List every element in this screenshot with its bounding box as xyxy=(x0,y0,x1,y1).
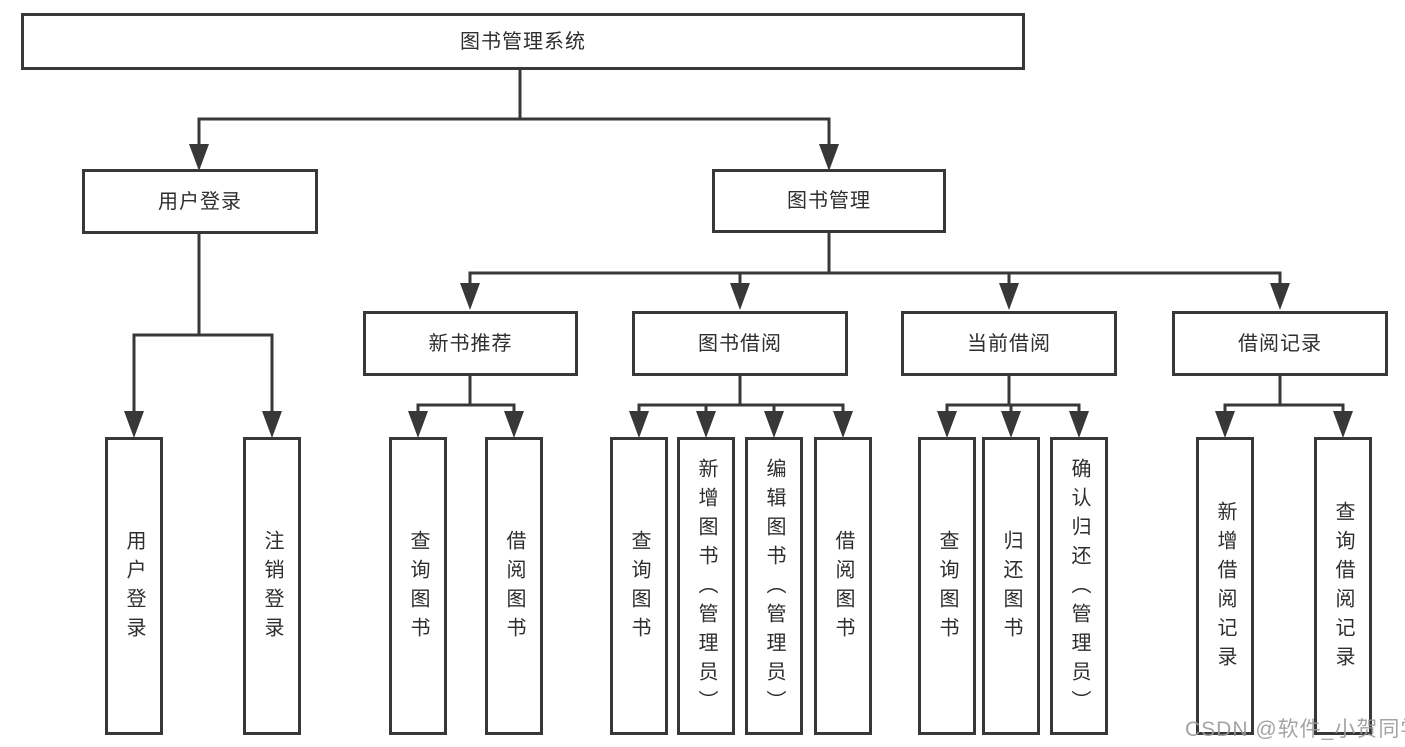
node-add-borrow-record: 新增借阅记录 xyxy=(1196,437,1254,735)
node-query-books-current: 查询图书 xyxy=(918,437,976,735)
arrowhead xyxy=(189,144,209,171)
node-current-borrowing: 当前借阅 xyxy=(901,311,1117,376)
arrowhead xyxy=(629,411,649,438)
node-borrowing-records: 借阅记录 xyxy=(1172,311,1388,376)
arrowhead xyxy=(1215,411,1235,438)
connector-borrowing-records-children xyxy=(1215,374,1353,438)
arrowhead xyxy=(262,411,282,438)
node-query-books-recommend: 查询图书 xyxy=(389,437,447,735)
node-user-login-leaf: 用户登录 xyxy=(105,437,163,735)
connector-root-to-level2 xyxy=(189,67,839,171)
arrowhead xyxy=(124,411,144,438)
node-book-borrowing: 图书借阅 xyxy=(632,311,848,376)
node-user-login: 用户登录 xyxy=(82,169,318,234)
node-add-book-admin: 新增图书（管理员） xyxy=(677,437,735,735)
node-borrow-books-borrowing: 借阅图书 xyxy=(814,437,872,735)
arrowhead xyxy=(1069,411,1089,438)
arrowhead xyxy=(730,283,750,310)
connector-current-borrowing-children xyxy=(937,374,1089,438)
arrowhead xyxy=(460,283,480,310)
arrowhead xyxy=(504,411,524,438)
connector-new-book-recommend-children xyxy=(408,374,524,438)
node-library-management-system: 图书管理系统 xyxy=(21,13,1025,70)
node-new-book-recommend: 新书推荐 xyxy=(363,311,578,376)
arrowhead xyxy=(696,411,716,438)
node-query-books-borrowing: 查询图书 xyxy=(610,437,668,735)
arrowhead xyxy=(833,411,853,438)
connector-user-login-children xyxy=(124,231,282,438)
node-logout: 注销登录 xyxy=(243,437,301,735)
node-query-borrow-record: 查询借阅记录 xyxy=(1314,437,1372,735)
node-return-books: 归还图书 xyxy=(982,437,1040,735)
node-confirm-return-admin: 确认归还（管理员） xyxy=(1050,437,1108,735)
arrowhead xyxy=(764,411,784,438)
node-book-management: 图书管理 xyxy=(712,169,946,233)
arrowhead xyxy=(1001,411,1021,438)
node-edit-book-admin: 编辑图书（管理员） xyxy=(745,437,803,735)
arrowhead xyxy=(937,411,957,438)
arrowhead xyxy=(408,411,428,438)
node-borrow-books-recommend: 借阅图书 xyxy=(485,437,543,735)
connector-book-borrowing-children xyxy=(629,374,853,438)
arrowhead xyxy=(999,283,1019,310)
arrowhead xyxy=(1333,411,1353,438)
connector-book-management-children xyxy=(460,230,1290,310)
arrowhead xyxy=(819,144,839,171)
arrowhead xyxy=(1270,283,1290,310)
watermark: CSDN @软件_小贺同学 xyxy=(1185,718,1405,741)
